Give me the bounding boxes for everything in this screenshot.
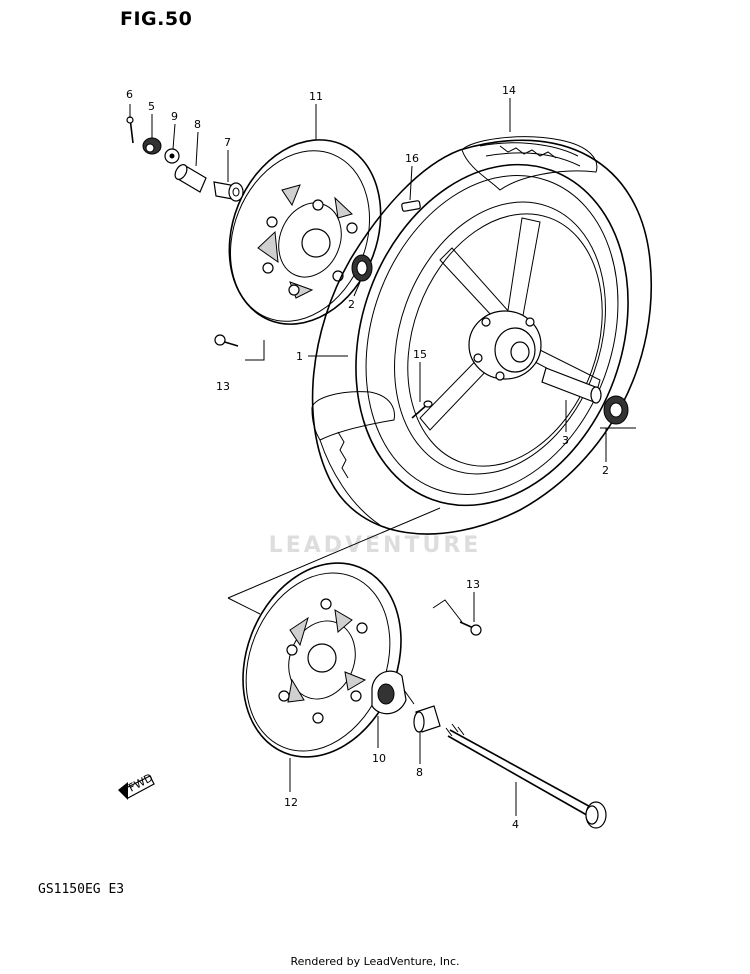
upper-brake-disc xyxy=(228,139,382,325)
valve-15 xyxy=(411,400,433,419)
lower-brake-disc xyxy=(242,562,402,758)
cotter-pin-6 xyxy=(126,116,134,144)
bearing-2-upper xyxy=(351,254,373,282)
disc-bolt-13-upper xyxy=(214,334,239,347)
callout-7: 7 xyxy=(224,136,231,149)
callout-8-upper: 8 xyxy=(194,118,201,131)
callout-9: 9 xyxy=(171,110,178,123)
washer-9 xyxy=(164,148,180,164)
gear-box-10 xyxy=(371,670,415,715)
callout-16: 16 xyxy=(405,152,419,165)
collar-7 xyxy=(213,181,244,202)
callout-2-upper: 2 xyxy=(348,298,355,311)
balance-weight-16 xyxy=(401,200,421,212)
wheel-assembly xyxy=(311,136,652,535)
callout-5: 5 xyxy=(148,100,155,113)
callout-2-right: 2 xyxy=(602,464,609,477)
callout-15: 15 xyxy=(413,348,427,361)
callout-3: 3 xyxy=(562,434,569,447)
callout-6: 6 xyxy=(126,88,133,101)
axle-nut-5 xyxy=(142,137,162,155)
callout-10: 10 xyxy=(372,752,386,765)
callout-8-lower: 8 xyxy=(416,766,423,779)
callout-14: 14 xyxy=(502,84,516,97)
callout-12: 12 xyxy=(284,796,298,809)
bearing-2-right xyxy=(603,395,629,425)
callout-leaders xyxy=(129,98,607,816)
spacer-3 xyxy=(541,367,602,404)
footer-credit: Rendered by LeadVenture, Inc. xyxy=(290,955,460,968)
spacer-8-upper xyxy=(174,164,207,193)
callout-13-upper: 13 xyxy=(216,380,230,393)
model-code: GS1150EG E3 xyxy=(38,882,125,897)
callout-1: 1 xyxy=(296,350,303,363)
forward-arrow-icon: FWD xyxy=(118,771,155,800)
spacer-8-lower xyxy=(413,705,441,733)
disc-bolt-13-lower xyxy=(459,621,482,636)
figure-title: FIG.50 xyxy=(120,8,193,30)
callout-4: 4 xyxy=(512,818,519,831)
callout-numbers: 6 5 9 8 7 11 14 16 2 1 15 13 3 2 13 10 8… xyxy=(126,84,609,831)
callout-11: 11 xyxy=(309,90,323,103)
watermark: LEADVENTURE xyxy=(268,533,482,558)
callout-13-lower: 13 xyxy=(466,578,480,591)
axle-4 xyxy=(445,723,607,829)
